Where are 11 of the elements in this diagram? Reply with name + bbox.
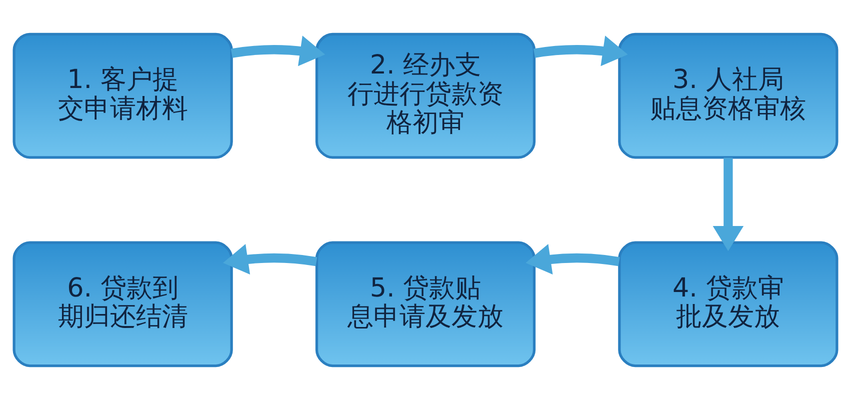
arrow <box>526 244 620 274</box>
node-box: 6. 贷款到期归还结清 <box>12 241 233 368</box>
node-box: 1. 客户提交申请材料 <box>12 32 233 159</box>
node-box: 3. 人社局贴息资格审核 <box>618 32 838 159</box>
node-box: 4. 贷款审批及发放 <box>618 241 838 368</box>
arrow <box>712 158 744 252</box>
arrow <box>222 244 318 274</box>
arrow <box>534 36 628 66</box>
arrow <box>230 36 326 66</box>
node-box: 2. 经办支行进行贷款资格初审 <box>315 32 536 159</box>
node-box: 5. 贷款贴息申请及发放 <box>315 241 536 368</box>
